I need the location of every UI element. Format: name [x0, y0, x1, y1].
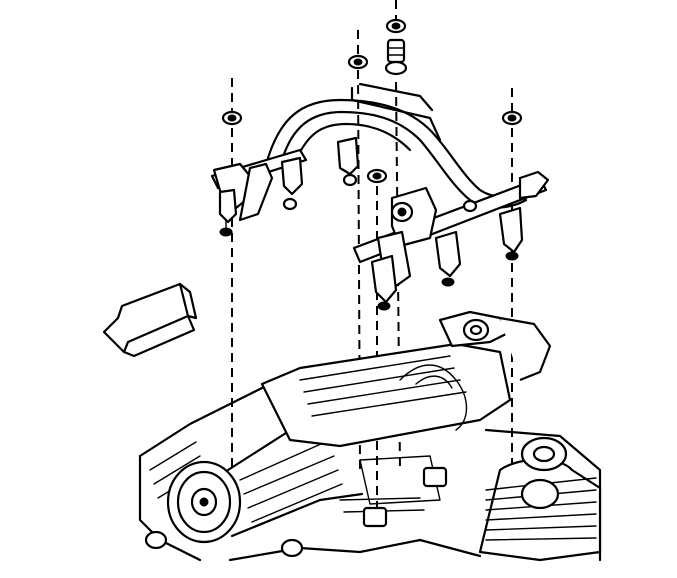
injector-right-3	[498, 206, 524, 261]
injector-left-2	[280, 156, 304, 211]
injector-right-2	[434, 230, 462, 287]
fuel-rail-assembly	[210, 82, 550, 311]
fuel-rail-nuts	[221, 18, 523, 184]
drive-pulley	[166, 460, 242, 544]
nut-right	[501, 110, 523, 126]
injector-right-1	[370, 254, 398, 311]
nut-left	[221, 110, 243, 126]
nut-center-lower	[366, 168, 388, 184]
nut-center-left	[347, 54, 369, 70]
nut-center-top	[384, 18, 408, 76]
front-direction-arrow	[102, 282, 198, 358]
injector-left-3	[336, 136, 360, 187]
injector-left-1	[218, 188, 238, 237]
engine-intake-assembly	[138, 310, 602, 562]
